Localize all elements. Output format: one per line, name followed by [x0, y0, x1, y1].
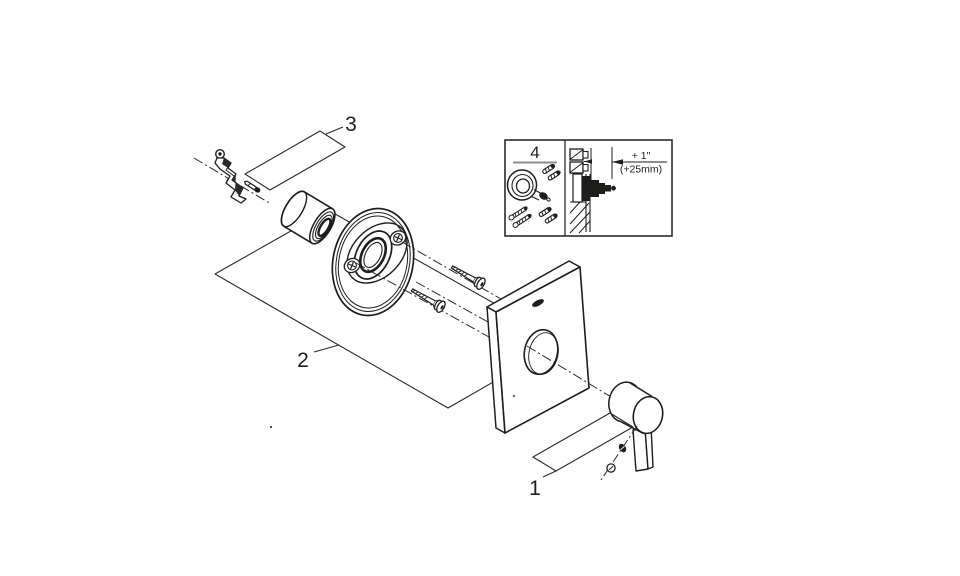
grohe-logo-badge [532, 299, 544, 307]
lever-handle [608, 381, 664, 472]
detail-box-4: 4 [504, 139, 673, 237]
handle-set-screw-axis [600, 425, 638, 481]
concealed-valve-body [572, 173, 616, 203]
callout-3-label: 3 [345, 113, 357, 136]
wall-cross-section [569, 148, 591, 234]
callout-bracket-3 [244, 126, 346, 191]
handle-set-screw [618, 443, 627, 453]
mounting-screw-top [448, 260, 488, 292]
extension-kit-part [506, 169, 551, 202]
plate-speck [513, 395, 515, 397]
escutcheon-screw-boss-bottom [343, 257, 361, 274]
print-speck [269, 425, 273, 429]
cover-plate [486, 260, 590, 434]
handle-plug [606, 463, 616, 473]
escutcheon-plate [331, 207, 415, 317]
screw-centerlines [355, 241, 502, 338]
dimension-inch-label: + 1" [632, 150, 651, 162]
stop-lever-screw [244, 180, 261, 193]
dimension-mm-label: (+25mm) [620, 164, 662, 176]
extension-sleeve [280, 190, 336, 245]
callout-2-label: 2 [297, 349, 309, 372]
detail-box-step-label: 4 [530, 143, 539, 162]
callout-1-label: 1 [529, 477, 541, 500]
extension-dimension [584, 147, 667, 180]
escutcheon-screw-boss-top [389, 230, 407, 246]
callout-bracket-1 [532, 412, 634, 478]
temperature-stop-lever [214, 148, 247, 204]
